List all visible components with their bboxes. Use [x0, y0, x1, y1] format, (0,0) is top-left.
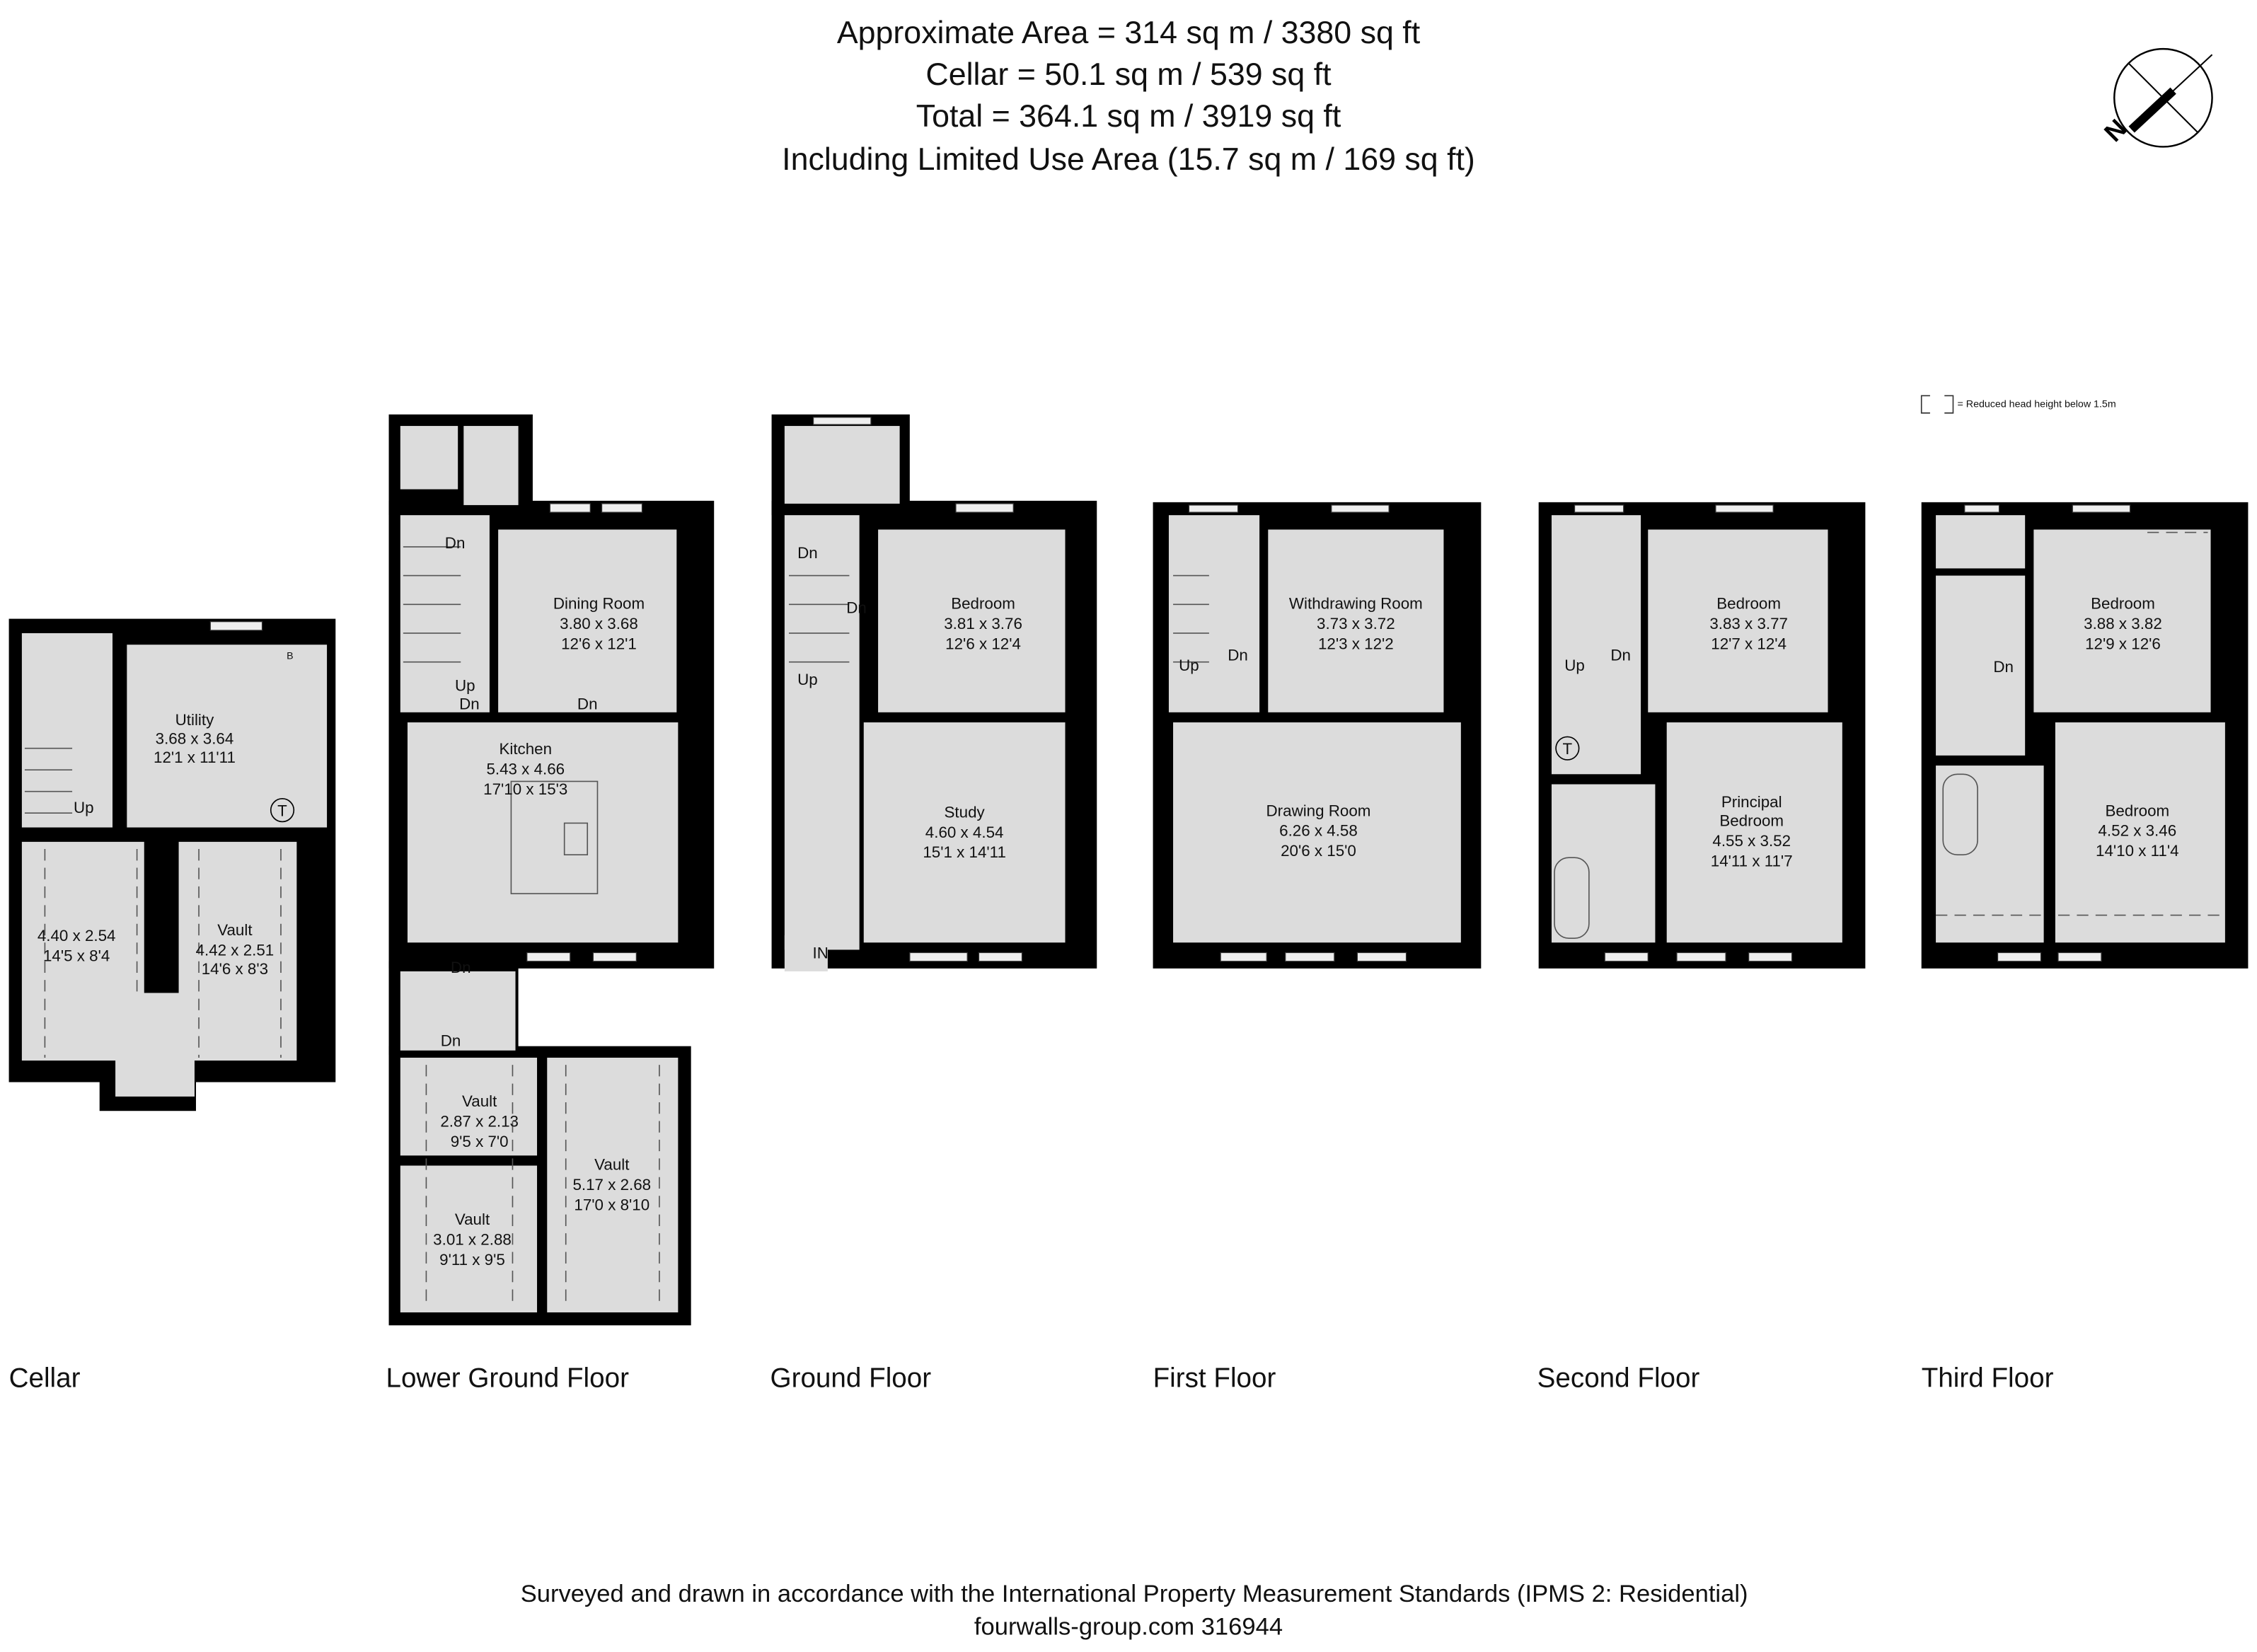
- room-size-metric: 3.83 x 3.77: [1709, 615, 1788, 633]
- total-line: Total = 364.1 sq m / 3919 sq ft: [916, 98, 1341, 134]
- room-size-imperial: 14'6 x 8'3: [202, 960, 268, 978]
- room-size-imperial: 17'0 x 8'10: [574, 1196, 650, 1214]
- room-label: Vault: [217, 921, 253, 939]
- stair-label: Up: [1564, 657, 1585, 674]
- limited-use-line: Including Limited Use Area (15.7 sq m / …: [782, 141, 1475, 177]
- boiler-mark: B: [287, 651, 293, 662]
- stair-label: Up: [74, 799, 94, 816]
- room-size-metric: 4.42 x 2.51: [196, 942, 275, 959]
- room-size-imperial: 12'9 x 12'6: [2085, 635, 2161, 652]
- plan-cellar: Utility 3.68 x 3.64 12'1 x 11'11 4.40 x …: [8, 618, 336, 1394]
- room-label: Study: [945, 803, 986, 821]
- room-label: Bedroom: [2105, 802, 2169, 819]
- room-size-metric: 3.68 x 3.64: [156, 730, 234, 748]
- room-size-imperial: 12'6 x 12'1: [561, 635, 637, 652]
- tank-mark: T: [277, 802, 287, 819]
- floor-label: Second Floor: [1537, 1363, 1700, 1394]
- room-label: Bedroom: [951, 594, 1015, 612]
- stair-label: Up: [1179, 657, 1199, 674]
- north-arrow-icon: N: [2099, 47, 2213, 148]
- cellar-line: Cellar = 50.1 sq m / 539 sq ft: [925, 57, 1332, 92]
- room-label: Vault: [594, 1156, 630, 1174]
- room-size-imperial: 14'5 x 8'4: [43, 947, 110, 965]
- legend-text: = Reduced head height below 1.5m: [1958, 399, 2116, 410]
- floor-label: First Floor: [1153, 1363, 1276, 1394]
- entrance-label: IN: [813, 945, 829, 962]
- room-label: Vault: [455, 1211, 490, 1228]
- area-line: Approximate Area = 314 sq m / 3380 sq ft: [837, 15, 1421, 50]
- room-size-imperial: 12'1 x 11'11: [154, 749, 236, 766]
- stair-label: Up: [455, 676, 475, 694]
- stair-label: Dn: [1993, 658, 2014, 676]
- room-size-metric: 4.60 x 4.54: [925, 824, 1004, 841]
- room-size-imperial: 14'11 x 11'7: [1711, 852, 1793, 870]
- plan-second-floor: Bedroom 3.83 x 3.77 12'7 x 12'4 Principa…: [1537, 502, 1866, 1394]
- room-size-metric: 6.26 x 4.58: [1279, 822, 1358, 840]
- room-label: Vault: [462, 1092, 497, 1110]
- room-size-imperial: 12'6 x 12'4: [945, 635, 1021, 652]
- room-label: Drawing Room: [1266, 802, 1371, 819]
- room-size-metric: 3.01 x 2.88: [433, 1230, 512, 1248]
- plan-third-floor: Bedroom 3.88 x 3.82 12'9 x 12'6 Bedroom …: [1921, 502, 2249, 1394]
- room-label: Kitchen: [499, 740, 552, 758]
- floor-label: Cellar: [9, 1363, 81, 1394]
- room-size-metric: 3.81 x 3.76: [944, 615, 1022, 633]
- room-label: Utility: [175, 711, 214, 729]
- stair-label: Dn: [459, 695, 480, 713]
- room-size-imperial: 12'3 x 12'2: [1318, 635, 1394, 652]
- stair-label: Dn: [1228, 647, 1248, 664]
- room-size-metric: 2.87 x 2.13: [440, 1113, 519, 1131]
- floor-label: Ground Floor: [770, 1363, 932, 1394]
- floor-label: Third Floor: [1922, 1363, 2054, 1394]
- stair-label: Dn: [1610, 647, 1631, 664]
- room-size-imperial: 15'1 x 14'11: [923, 843, 1006, 861]
- room-size-metric: 3.80 x 3.68: [560, 615, 638, 633]
- room-size-imperial: 17'10 x 15'3: [483, 780, 567, 798]
- room-size-metric: 5.43 x 4.66: [486, 760, 565, 778]
- room-label: Bedroom: [1719, 812, 1784, 830]
- room-size-imperial: 9'11 x 9'5: [439, 1251, 505, 1269]
- room-label: Dining Room: [553, 594, 645, 612]
- tank-mark: T: [1563, 740, 1573, 758]
- room-label: Withdrawing Room: [1289, 594, 1423, 612]
- stair-label: Up: [797, 671, 818, 688]
- room-size-metric: 4.52 x 3.46: [2098, 822, 2176, 840]
- room-size-imperial: 20'6 x 15'0: [1281, 842, 1356, 860]
- floor-label: Lower Ground Floor: [386, 1363, 629, 1394]
- room-label: Bedroom: [2091, 594, 2155, 612]
- plan-ground-floor: Bedroom 3.81 x 3.76 12'6 x 12'4 Study 4.…: [770, 414, 1097, 1394]
- room-size-imperial: 9'5 x 7'0: [451, 1133, 509, 1150]
- standards-note: Surveyed and drawn in accordance with th…: [521, 1581, 1748, 1607]
- stair-label: Dn: [441, 1032, 461, 1050]
- legend: = Reduced head height below 1.5m: [1920, 395, 2116, 414]
- plan-lower-ground-floor: Dining Room 3.80 x 3.68 12'6 x 12'1 Kitc…: [386, 414, 715, 1394]
- stair-label: Dn: [445, 534, 466, 552]
- stair-label: Dn: [797, 544, 818, 562]
- footer: Surveyed and drawn in accordance with th…: [521, 1581, 1748, 1641]
- stair-label: Dn: [846, 599, 867, 616]
- room-size-imperial: 12'7 x 12'4: [1711, 635, 1786, 652]
- plan-first-floor: Withdrawing Room 3.73 x 3.72 12'3 x 12'2…: [1153, 502, 1482, 1394]
- room-size-metric: 3.73 x 3.72: [1317, 615, 1395, 633]
- room-size-metric: 4.40 x 2.54: [37, 927, 116, 945]
- stair-label: Dn: [451, 959, 471, 976]
- company-reference: fourwalls-group.com 316944: [974, 1614, 1283, 1641]
- room-size-metric: 4.55 x 3.52: [1712, 832, 1791, 850]
- room-label: Principal: [1721, 793, 1782, 811]
- room-size-metric: 5.17 x 2.68: [572, 1176, 651, 1194]
- room-label: Bedroom: [1716, 594, 1781, 612]
- area-summary: Approximate Area = 314 sq m / 3380 sq ft…: [782, 15, 1475, 177]
- room-size-metric: 3.88 x 3.82: [2084, 615, 2162, 633]
- room-size-imperial: 14'10 x 11'4: [2096, 842, 2179, 860]
- stair-label: Dn: [577, 695, 598, 713]
